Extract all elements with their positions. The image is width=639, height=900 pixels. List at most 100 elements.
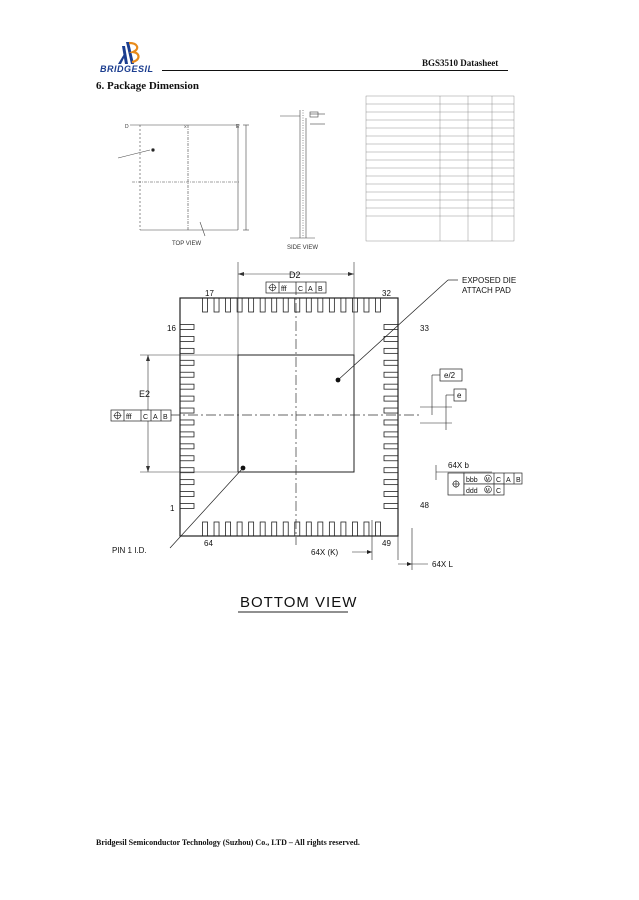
pin-32-label: 32 (382, 289, 391, 298)
lead-pad (383, 324, 399, 330)
tol-fff-top: fff (281, 286, 287, 293)
lead-pad (383, 395, 399, 402)
lead-pad (340, 297, 347, 313)
lead-pad (236, 521, 243, 537)
tol-c-left: C (143, 414, 148, 421)
lead-pad (213, 521, 220, 537)
lead-pad (317, 297, 324, 313)
d2-label: D2 (289, 270, 301, 280)
lead-pad (383, 407, 399, 414)
ddd-c-label: C (496, 488, 501, 495)
lead-pad (375, 521, 381, 537)
lead-pad (179, 395, 195, 402)
lead-pad (294, 521, 301, 537)
lead-pad (383, 431, 399, 438)
lead-pad (340, 521, 347, 537)
lead-pad (383, 383, 399, 390)
lead-pad (363, 521, 370, 537)
lead-pad (383, 491, 399, 497)
lead-pad (179, 347, 195, 354)
tol-fff-left: fff (126, 414, 132, 421)
lead-pad (179, 419, 195, 426)
lead-pad (248, 297, 255, 313)
lead-pad (363, 297, 370, 313)
lead-pad (271, 521, 278, 537)
b-dimension-label: 64X b (448, 461, 469, 470)
lead-pad (225, 521, 231, 537)
pin-33-label: 33 (420, 324, 429, 333)
lead-pad (179, 407, 195, 414)
lead-pad (179, 491, 195, 497)
lead-pad (305, 297, 312, 313)
page-footer: Bridgesil Semiconductor Technology (Suzh… (96, 838, 360, 847)
side-view-drawing (280, 110, 325, 239)
pin1-id-label: PIN 1 I.D. (112, 546, 147, 555)
lead-pad (282, 521, 289, 537)
lead-pad (225, 297, 231, 313)
bbb-label: bbb (466, 477, 478, 484)
pin-49-label: 49 (382, 539, 391, 548)
lead-pad (305, 521, 312, 537)
svg-text:X: X (184, 124, 187, 129)
lead-pad (328, 521, 335, 537)
exposed-pad-label-1: EXPOSED DIE (462, 276, 516, 285)
lead-pad (375, 297, 381, 313)
dimension-table (365, 95, 515, 242)
lead-pad (383, 371, 399, 378)
lead-pad (179, 383, 195, 390)
lead-pad (328, 297, 335, 313)
pin-48-label: 48 (420, 501, 429, 510)
k-dimension-label: 64X (K) (311, 548, 338, 557)
lead-pad (383, 503, 399, 509)
lead-pad (259, 297, 266, 313)
lead-pad (383, 455, 399, 462)
lead-pad (213, 297, 220, 313)
document-title: BGS3510 Datasheet (422, 58, 499, 68)
m-mark-1: M (486, 477, 490, 483)
tol-c-top: C (298, 286, 303, 293)
lead-pad (202, 521, 208, 537)
lead-pad (383, 359, 399, 366)
tol-b-left: B (163, 414, 168, 421)
lead-pad (179, 359, 195, 366)
lead-pad (317, 521, 324, 537)
l-dimension-label: 64X L (432, 560, 453, 569)
tol-a-top: A (308, 286, 313, 293)
bbb-a-label: A (506, 477, 511, 484)
lead-pad (179, 479, 195, 486)
pin-16-label: 16 (167, 324, 176, 333)
lead-pad (383, 479, 399, 486)
svg-text:D: D (125, 124, 129, 130)
side-view-label: SIDE VIEW (287, 245, 318, 251)
lead-pad (202, 297, 208, 313)
top-view-label: TOP VIEW (172, 241, 201, 247)
bottom-view-drawing: D2 fff C A B 17 32 16 33 1 48 64 49 E2 (110, 262, 523, 613)
logo-wordmark: BRIDGESIL (100, 64, 154, 74)
pin-17-label: 17 (205, 289, 214, 298)
lead-pad (383, 347, 399, 354)
lead-pad (179, 443, 195, 450)
svg-text:E: E (236, 124, 240, 130)
pin-1-label: 1 (170, 504, 175, 513)
lead-pad (352, 521, 358, 537)
bridgesil-logo-icon (118, 41, 140, 64)
header-rule (162, 70, 508, 71)
lead-pad (294, 297, 301, 313)
lead-pad (179, 336, 195, 342)
e-half-label: e/2 (444, 371, 456, 380)
lead-pad (383, 336, 399, 342)
bbb-c-label: C (496, 477, 501, 484)
tol-a-left: A (153, 414, 158, 421)
company-logo: BRIDGESIL (96, 40, 156, 74)
lead-pad (179, 371, 195, 378)
lead-pad (179, 467, 195, 474)
top-view-drawing: D E X (117, 124, 249, 237)
e2-label: E2 (139, 389, 150, 399)
lead-pad (248, 521, 255, 537)
tol-b-top: B (318, 286, 323, 293)
exposed-pad-label-2: ATTACH PAD (462, 286, 511, 295)
lead-pad (383, 419, 399, 426)
lead-pad (259, 521, 266, 537)
ddd-label: ddd (466, 488, 478, 495)
